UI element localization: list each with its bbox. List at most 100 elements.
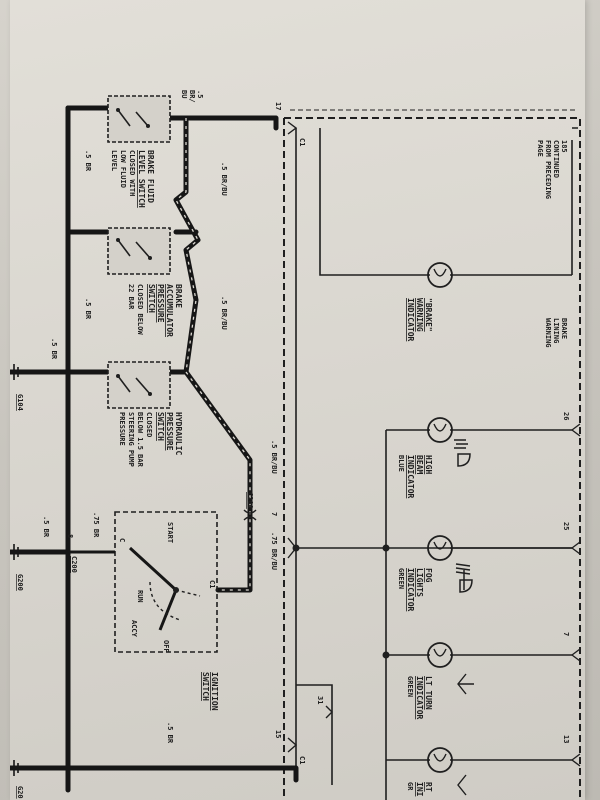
svg-text:PRESSURE: PRESSURE xyxy=(156,284,165,323)
svg-text:PRESSURE: PRESSURE xyxy=(165,412,174,451)
svg-text:WARNING: WARNING xyxy=(415,298,424,332)
bulb-icon xyxy=(427,535,453,561)
svg-text:INI: INI xyxy=(415,782,424,797)
lt-turn-indicator: LT TURN INDICATOR GREEN xyxy=(406,642,474,720)
pin-label: 26 xyxy=(562,412,570,420)
wire-label: .5 BR xyxy=(84,298,92,320)
bulb-icon xyxy=(427,642,453,668)
high-beam-symbol-icon xyxy=(454,439,471,467)
instrument-cluster-outline xyxy=(283,117,581,800)
wire-label: .5 xyxy=(196,90,204,98)
svg-text:CLOSED BELOW: CLOSED BELOW xyxy=(136,284,144,335)
brake-fluid-level-switch xyxy=(107,95,171,143)
svg-text:GREEN: GREEN xyxy=(397,568,405,589)
bulb-icon xyxy=(427,262,453,288)
ignition-c1-label: C1 xyxy=(208,580,216,588)
svg-text:LEVEL SWITCH: LEVEL SWITCH xyxy=(137,150,146,208)
cluster-wiring xyxy=(295,128,573,800)
svg-text:LOW FLUID: LOW FLUID xyxy=(119,150,127,188)
wire-label: .5 BR xyxy=(50,338,58,360)
ignition-run-label: RUN xyxy=(136,590,144,603)
splice-dot xyxy=(382,544,390,552)
svg-text:INDICATOR: INDICATOR xyxy=(406,298,415,342)
high-beam-indicator: HIGH BEAM INDICATOR BLUE xyxy=(397,417,471,499)
svg-text:SWITCH: SWITCH xyxy=(156,412,165,441)
ignition-terminal-c: C xyxy=(118,538,126,542)
brake-warning-indicator: "BRAKE" WARNING INDICATOR xyxy=(406,262,453,342)
svg-text:SWITCH: SWITCH xyxy=(147,284,156,313)
hydraulic-switch-label: HYDRAULIC PRESSURE SWITCH CLOSED BELOW 1… xyxy=(118,412,183,468)
wire-label: .5 BR/BU xyxy=(220,296,228,330)
pin-label: 8 xyxy=(66,534,74,538)
ground-g200: G200 xyxy=(10,544,24,591)
svg-text:ACCUMULATOR: ACCUMULATOR xyxy=(165,284,174,337)
ground-label: G104 xyxy=(16,394,24,411)
svg-text:LEVEL: LEVEL xyxy=(110,150,118,171)
ground-g20: G20 xyxy=(10,760,24,799)
svg-text:HYDRAULIC: HYDRAULIC xyxy=(174,412,183,456)
svg-text:RT: RT xyxy=(424,782,433,792)
svg-text:GR: GR xyxy=(406,782,414,791)
bulb-icon xyxy=(427,417,453,443)
continued-line-1: 185 xyxy=(560,140,568,153)
svg-text:LT TURN: LT TURN xyxy=(424,676,433,710)
wire-label: .5 BR/BU xyxy=(270,440,278,474)
brake-accumulator-pressure-switch xyxy=(107,227,171,275)
turn-arrow-icon xyxy=(457,673,474,695)
bulb-icon xyxy=(427,747,453,773)
turn-arrow-icon xyxy=(457,774,467,796)
pin-label: 17 xyxy=(274,102,282,110)
splice-dot xyxy=(382,651,390,659)
pin-label: 15 xyxy=(274,730,282,738)
pin-label: 7 xyxy=(562,632,570,636)
svg-text:INDICATOR: INDICATOR xyxy=(406,568,415,612)
ignition-switch: START RUN ACCY OFF C1 C IGNITION SWITCH xyxy=(114,511,219,711)
wire-label: .5 BR xyxy=(42,516,50,538)
pin-label: 25 xyxy=(562,522,570,530)
brake-lining-label: BRAKE LINING WARNING xyxy=(544,318,568,348)
svg-text:WARNING: WARNING xyxy=(544,318,552,348)
ignition-accy-label: ACCY xyxy=(130,620,138,638)
svg-text:BRAKE: BRAKE xyxy=(560,318,568,339)
ground-label: G200 xyxy=(16,574,24,591)
svg-text:BLUE: BLUE xyxy=(397,455,405,472)
rt-turn-indicator: RT INI GR xyxy=(406,747,467,797)
ignition-start-label: START xyxy=(166,522,174,543)
connector-label: C1 xyxy=(298,138,306,146)
continued-note: 185 CONTINUED FROM PRECEDING PAGE xyxy=(536,127,578,199)
brake-fluid-switch-label: BRAKE FLUID LEVEL SWITCH CLOSED WITH LOW… xyxy=(110,150,155,208)
manual-page: 185 CONTINUED FROM PRECEDING PAGE BRAKE … xyxy=(10,0,585,800)
svg-text:SWITCH: SWITCH xyxy=(201,672,210,701)
svg-text:HIGH: HIGH xyxy=(424,455,433,474)
c200-connector xyxy=(243,509,257,521)
svg-text:INDICATOR: INDICATOR xyxy=(415,676,424,720)
svg-text:GREEN: GREEN xyxy=(406,676,414,697)
continued-line-2: CONTINUED xyxy=(552,140,560,178)
continued-line-3: FROM PRECEDING xyxy=(544,140,552,199)
svg-text:BEAM: BEAM xyxy=(415,455,424,474)
svg-text:LIGHTS: LIGHTS xyxy=(415,568,424,597)
svg-text:IGNITION: IGNITION xyxy=(210,672,219,711)
wire-stripe xyxy=(175,118,251,591)
pin-label: 7 xyxy=(270,512,278,516)
svg-text:CLOSED: CLOSED xyxy=(145,412,153,437)
svg-text:22 BAR: 22 BAR xyxy=(127,284,135,310)
ground-label: G20 xyxy=(16,786,24,799)
wire-label: .5 BR/BU xyxy=(220,162,228,196)
svg-text:CLOSED WITH: CLOSED WITH xyxy=(128,150,136,196)
svg-text:INDICATOR: INDICATOR xyxy=(406,455,415,499)
accumulator-switch-label: BRAKE ACCUMULATOR PRESSURE SWITCH CLOSED… xyxy=(127,284,183,337)
c1-top-connector xyxy=(287,121,333,753)
svg-text:STEERING PUMP: STEERING PUMP xyxy=(127,412,135,467)
connector-label: C1 xyxy=(298,756,306,764)
pin-label: 13 xyxy=(562,735,570,743)
pin-label: 31 xyxy=(316,696,324,704)
continued-line-4: PAGE xyxy=(536,140,544,157)
svg-text:"BRAKE": "BRAKE" xyxy=(424,298,433,332)
wire-label: .75 BR/BU xyxy=(270,532,278,570)
fog-light-symbol-icon xyxy=(455,563,473,593)
svg-text:FOG: FOG xyxy=(424,568,433,583)
ground-g104: G104 xyxy=(10,364,24,411)
svg-text:BELOW 1.5 BAR: BELOW 1.5 BAR xyxy=(136,412,144,468)
wire-labels: .5 BR/ BU .5 BR/BU .5 BR/BU .5 BR/BU .75… xyxy=(42,90,278,744)
